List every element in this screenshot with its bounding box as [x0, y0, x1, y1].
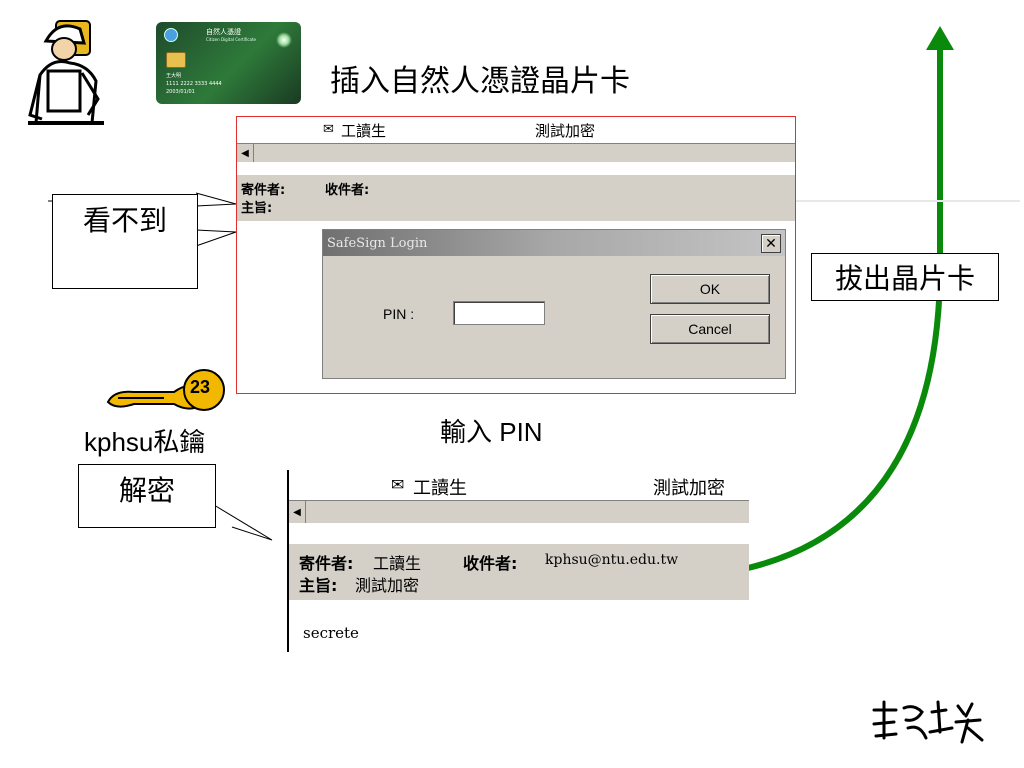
- pin-label: PIN :: [383, 306, 415, 322]
- card-logo-icon: [164, 28, 178, 42]
- from-value: 工讀生: [373, 554, 422, 573]
- scroll-left-icon[interactable]: ◀: [289, 501, 306, 523]
- list-subject: 測試加密: [535, 122, 596, 140]
- list-sender: 工讀生: [413, 478, 467, 499]
- message-list-row[interactable]: ✉ 工讀生 測試加密: [237, 117, 795, 141]
- encrypted-mail-icon: ✉: [323, 122, 334, 137]
- private-key-icon: [106, 369, 225, 411]
- message-list-row-decrypted[interactable]: ✉ 工讀生 測試加密: [289, 470, 749, 500]
- to-label: 收件者:: [325, 183, 370, 198]
- scroll-left-icon[interactable]: ◀: [237, 144, 254, 162]
- key-label: kphsu私鑰: [84, 427, 206, 457]
- pin-caption: 輸入 PIN: [440, 417, 543, 447]
- card-number: 1111 2222 3333 4444: [166, 81, 222, 87]
- list-sender: 工讀生: [341, 122, 387, 140]
- card-subheader: Citizen Digital Certificate: [206, 37, 256, 42]
- horizontal-scrollbar-decrypted[interactable]: ◀: [289, 500, 749, 524]
- to-label: 收件者:: [463, 554, 518, 573]
- worker-illustration: [22, 15, 110, 127]
- slide-title: 插入自然人憑證晶片卡: [330, 64, 630, 99]
- callout-hidden: 看不到: [52, 194, 198, 244]
- from-label: 寄件者:: [241, 183, 286, 198]
- encrypted-mail-icon: ✉: [391, 475, 405, 494]
- callout-decrypt-extension: [78, 511, 216, 528]
- from-label: 寄件者:: [299, 554, 354, 573]
- dialog-title-bar: SafeSign Login: [323, 230, 785, 256]
- card-name: 王大明: [166, 73, 182, 79]
- dialog-close-icon[interactable]: ✕: [761, 234, 781, 253]
- card-header: 自然人憑證: [206, 28, 241, 36]
- safesign-login-dialog: SafeSign Login ✕ PIN : OK Cancel: [322, 229, 786, 379]
- to-value: kphsu@ntu.edu.tw: [545, 552, 679, 568]
- callout-decrypt: 解密: [78, 464, 216, 514]
- decrypted-mail-window: ✉ 工讀生 測試加密 ◀ 寄件者: 工讀生 收件者: kphsu@ntu.edu…: [287, 470, 749, 652]
- cancel-button[interactable]: Cancel: [650, 314, 770, 344]
- ok-button[interactable]: OK: [650, 274, 770, 304]
- card-date: 2003/01/01: [166, 89, 195, 95]
- subject-label: 主旨:: [241, 201, 273, 216]
- message-header-panel-decrypted: 寄件者: 工讀生 收件者: kphsu@ntu.edu.tw 主旨: 測試加密: [289, 544, 749, 600]
- subject-value: 測試加密: [355, 576, 420, 595]
- key-number: 23: [190, 377, 211, 397]
- message-body: secrete: [303, 624, 359, 642]
- encrypted-mail-window: ✉ 工讀生 測試加密 ◀ 寄件者: 收件者: 主旨: SafeSign Logi…: [236, 116, 796, 394]
- horizontal-scrollbar[interactable]: ◀: [237, 143, 795, 163]
- card-sparkle-icon: [276, 32, 292, 48]
- pin-input[interactable]: [453, 301, 545, 325]
- remove-card-label: 拔出晶片卡: [811, 253, 999, 301]
- subject-label: 主旨:: [299, 576, 338, 595]
- list-subject: 測試加密: [653, 478, 725, 499]
- dialog-title: SafeSign Login: [327, 236, 428, 251]
- ntu-logo: [872, 700, 984, 744]
- card-chip-icon: [166, 52, 186, 68]
- callout-hidden-extension: [52, 242, 198, 289]
- message-header-panel: 寄件者: 收件者: 主旨:: [237, 175, 795, 221]
- citizen-certificate-card: 自然人憑證 Citizen Digital Certificate 王大明 11…: [156, 22, 301, 104]
